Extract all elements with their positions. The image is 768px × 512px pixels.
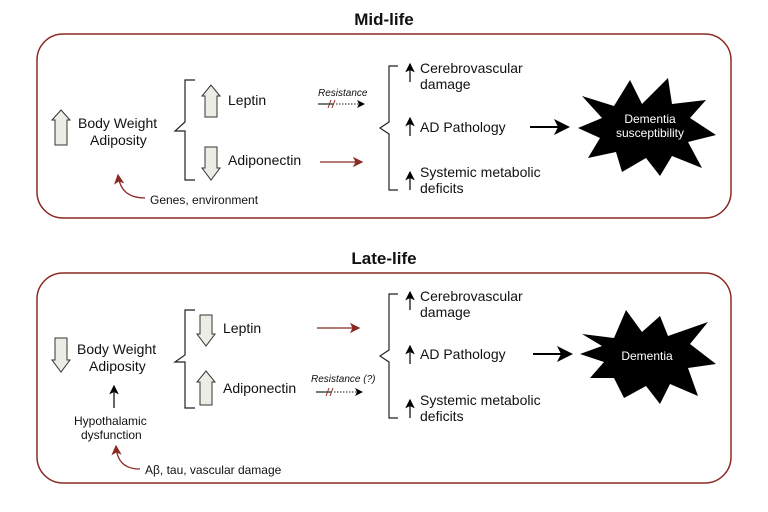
latelife-outcome-cerebro-2: damage: [420, 304, 471, 320]
midlife-genes-curved-arrow: [114, 173, 146, 199]
midlife-title: Mid-life: [354, 10, 414, 29]
latelife-hypothalamic-2: dysfunction: [81, 428, 142, 442]
latelife-bracket-right: [378, 293, 398, 419]
latelife-adiponectin: Adiponectin: [223, 380, 297, 396]
latelife-outcome-metabolic-2: deficits: [420, 408, 464, 424]
latelife-title: Late-life: [351, 249, 417, 268]
midlife-bodyweight-up-arrow: [50, 109, 72, 146]
latelife-bodyweight-down-arrow: [51, 337, 71, 373]
midlife-outcome-ad: AD Pathology: [420, 119, 506, 135]
latelife-outcome-ad: AD Pathology: [420, 346, 506, 362]
latelife-leptin-down-arrow: [196, 314, 216, 347]
latelife-bracket-left: [173, 309, 195, 409]
midlife-adiponectin-down-arrow: [201, 146, 221, 181]
latelife-hypothalamic-1: Hypothalamic: [74, 414, 147, 428]
latelife-cause-curved-arrow: [111, 444, 141, 470]
midlife-bracket-right: [378, 65, 398, 191]
midlife-bracket-left: [173, 79, 195, 181]
midlife-outcome-metabolic: Systemic metabolic: [420, 164, 541, 180]
latelife-cause-label: Aβ, tau, vascular damage: [145, 463, 282, 477]
midlife-body-weight: Body Weight: [78, 115, 158, 131]
midlife-resistance-label: Resistance: [318, 88, 368, 99]
midlife-genes-label: Genes, environment: [150, 193, 259, 207]
midlife-leptin: Leptin: [228, 92, 267, 108]
latelife-dementia-star: [580, 310, 716, 404]
latelife-adiponectin-up-arrow: [195, 370, 217, 406]
midlife-adiposity: Adiposity: [90, 132, 147, 148]
midlife-panel: [36, 33, 732, 219]
latelife-outcome-metabolic: Systemic metabolic: [420, 392, 541, 408]
latelife-leptin: Leptin: [223, 320, 262, 336]
midlife-outcome-cerebro-2: damage: [420, 76, 471, 92]
latelife-panel: [36, 272, 732, 484]
midlife-dementia-star: [578, 78, 716, 176]
latelife-outcome-cerebro: Cerebrovascular: [420, 288, 523, 304]
latelife-adiposity: Adiposity: [89, 358, 146, 374]
latelife-body-weight: Body Weight: [77, 341, 157, 357]
midlife-adiponectin: Adiponectin: [228, 152, 302, 168]
midlife-star-label: Dementia susceptibility: [615, 112, 685, 140]
latelife-star-label: Dementia: [621, 349, 673, 363]
midlife-outcome-metabolic-2: deficits: [420, 180, 464, 196]
midlife-leptin-up-arrow: [200, 84, 222, 118]
latelife-resistance-label: Resistance (?): [311, 374, 376, 385]
midlife-outcome-cerebro: Cerebrovascular: [420, 60, 523, 76]
